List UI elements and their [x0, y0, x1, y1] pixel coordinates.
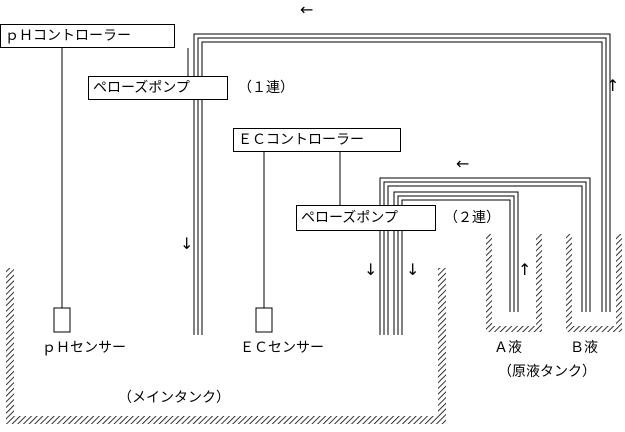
pump1-box: ペローズポンプ [88, 76, 228, 100]
signal-wires [61, 48, 341, 308]
arrow-left-mid-icon: ← [456, 154, 470, 173]
tank-a-walls [486, 234, 542, 332]
ec-sensor-probe [255, 307, 273, 333]
tank-b-walls [566, 234, 622, 332]
arrow-down-pump2a-icon: ↓ [364, 260, 378, 279]
ec-controller-box: ＥＣコントローラー [233, 128, 401, 152]
liquid-b-label: Ｂ液 [570, 340, 598, 356]
main-tank-walls [6, 268, 446, 424]
pump2-label: ペローズポンプ [301, 210, 398, 226]
pump2-note: （２連） [444, 210, 500, 226]
ph-sensor-label: ｐＨセンサー [42, 340, 126, 356]
arrow-up-b-icon: ↑ [606, 76, 620, 95]
arrow-left-top-icon: ← [300, 0, 314, 19]
pipe-pump1 [193, 33, 611, 335]
pump2-box: ペローズポンプ [296, 205, 436, 231]
stock-tank-label: （原液タンク） [498, 364, 596, 380]
ph-sensor-probe [53, 307, 71, 333]
ec-controller-label: ＥＣコントローラー [238, 132, 364, 148]
liquid-a-label: Ａ液 [494, 340, 522, 356]
main-tank-label: （メインタンク） [118, 390, 230, 406]
pipe-pump2 [379, 177, 591, 335]
pump1-note: （１連） [238, 80, 294, 96]
ph-controller-label: ｐＨコントローラー [5, 28, 131, 44]
arrow-down-pump2b-icon: ↓ [406, 260, 420, 279]
arrow-down-pump1-icon: ↓ [180, 234, 194, 253]
ec-sensor-label: ＥＣセンサー [240, 340, 324, 356]
ph-controller-box: ｐＨコントローラー [0, 24, 175, 48]
arrow-up-a-icon: ↑ [518, 260, 532, 279]
pump1-label: ペローズポンプ [93, 80, 190, 96]
